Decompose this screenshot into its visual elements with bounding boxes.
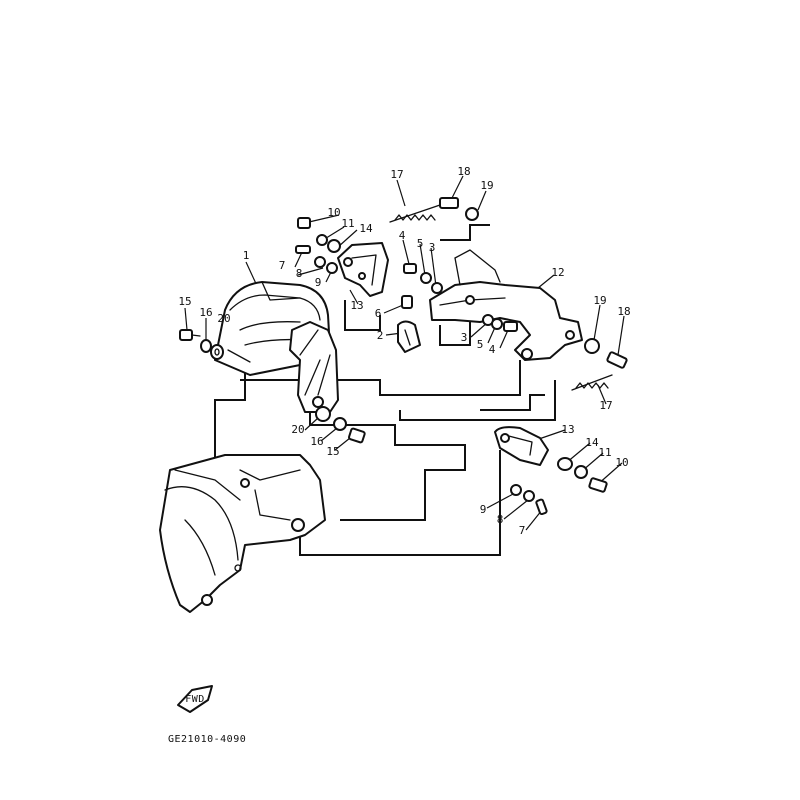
callout-8-upper: 8 bbox=[296, 267, 303, 280]
callout-17-upper: 17 bbox=[390, 168, 403, 181]
callout-1: 1 bbox=[243, 249, 250, 262]
small-bracket-part-2 bbox=[397, 295, 421, 353]
callout-6: 6 bbox=[375, 307, 382, 320]
callout-9-lower: 9 bbox=[480, 503, 487, 516]
callout-15-right: 15 bbox=[326, 445, 339, 458]
bracket-part-13-lower bbox=[494, 426, 549, 466]
callout-10-lower: 10 bbox=[615, 456, 628, 469]
callout-7-lower: 7 bbox=[519, 524, 526, 537]
callout-18-lower: 18 bbox=[617, 305, 630, 318]
callout-11-upper: 11 bbox=[341, 217, 354, 230]
drawing-code: GE21010-4090 bbox=[168, 734, 246, 745]
mount-bracket bbox=[289, 321, 339, 413]
callout-4-lower: 4 bbox=[489, 343, 496, 356]
callout-13-lower: 13 bbox=[561, 423, 574, 436]
fastener-cluster-lower bbox=[510, 457, 608, 516]
bolt-washer-collar-left bbox=[179, 329, 224, 360]
callout-20-left: 20 bbox=[217, 312, 230, 325]
long-bracket-part-12 bbox=[429, 249, 583, 361]
callout-17-lower: 17 bbox=[599, 399, 612, 412]
callout-15-left: 15 bbox=[178, 295, 191, 308]
callout-14-lower: 14 bbox=[585, 436, 599, 449]
callout-19-upper: 19 bbox=[480, 179, 493, 192]
callout-5-lower: 5 bbox=[477, 338, 484, 351]
callout-19-lower: 19 bbox=[593, 294, 606, 307]
fwd-arrow-icon: FWD bbox=[177, 685, 213, 713]
callout-12: 12 bbox=[551, 266, 564, 279]
fastener-cluster-3-4-5-lower bbox=[482, 314, 518, 332]
callout-11-lower: 11 bbox=[598, 446, 611, 459]
callout-4-upper: 4 bbox=[399, 229, 406, 242]
spring-pin-collar-lower bbox=[571, 338, 628, 391]
callout-16-left: 16 bbox=[199, 306, 212, 319]
callout-8-lower: 8 bbox=[497, 513, 504, 526]
bolt-washer-collar-right bbox=[315, 406, 366, 444]
callout-5-upper: 5 bbox=[417, 237, 424, 250]
spring-pin-collar-upper bbox=[389, 197, 479, 223]
callout-14-upper: 14 bbox=[359, 222, 373, 235]
callout-2: 2 bbox=[377, 329, 384, 342]
callout-7-upper: 7 bbox=[279, 259, 286, 272]
callout-3-lower: 3 bbox=[461, 331, 468, 344]
fastener-cluster-3-4-5-upper bbox=[403, 263, 443, 294]
callout-16-right: 16 bbox=[310, 435, 323, 448]
callout-13-upper: 13 bbox=[350, 299, 363, 312]
jet-pump-housing bbox=[159, 454, 326, 613]
callout-labels: 1 2 3 3 4 4 5 5 6 7 7 8 8 9 9 10 10 11 1… bbox=[178, 165, 630, 537]
callout-3-upper: 3 bbox=[429, 241, 436, 254]
callout-10-upper: 10 bbox=[327, 206, 340, 219]
fastener-cluster-upper bbox=[295, 217, 341, 274]
callout-18-upper: 18 bbox=[457, 165, 470, 178]
callout-9-upper: 9 bbox=[315, 276, 322, 289]
bracket-part-13-upper bbox=[337, 242, 389, 297]
callout-20-right: 20 bbox=[291, 423, 304, 436]
fwd-label: FWD bbox=[185, 694, 205, 705]
